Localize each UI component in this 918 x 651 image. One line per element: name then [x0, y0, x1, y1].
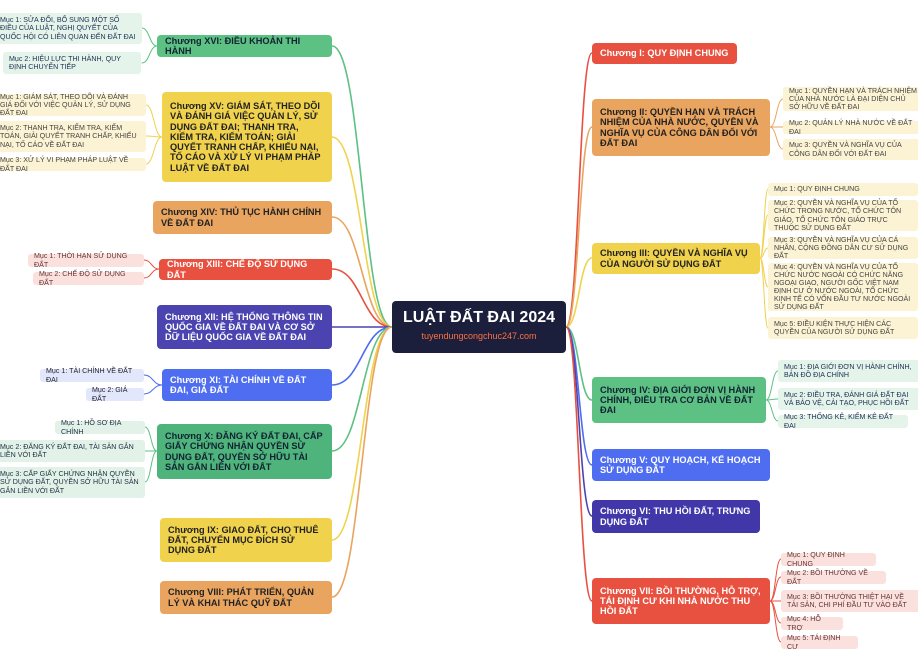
chapter-2[interactable]: Chương II: QUYỀN HẠN VÀ TRÁCH NHIỆM CỦA …: [592, 99, 770, 156]
chapter-13[interactable]: Chương XIII: CHẾ ĐỘ SỬ DỤNG ĐẤT: [159, 259, 332, 280]
chapter-6[interactable]: Chương VI: THU HỒI ĐẤT, TRƯNG DỤNG ĐẤT: [592, 500, 760, 533]
chapter-14[interactable]: Chương XIV: THỦ TỤC HÀNH CHÍNH VỀ ĐẤT ĐA…: [153, 201, 332, 234]
chapter-15-item-3[interactable]: Mục 3: XỬ LÝ VI PHẠM PHÁP LUẬT VỀ ĐẤT ĐA…: [0, 156, 146, 173]
chapter-9[interactable]: Chương IX: GIAO ĐẤT, CHO THUÊ ĐẤT, CHUYỂ…: [160, 518, 332, 562]
chapter-7-item-5[interactable]: Mục 5: TÁI ĐỊNH CƯ: [781, 634, 858, 651]
link-c11-item-2: [143, 384, 163, 395]
chapter-3-item-5[interactable]: Mục 5: ĐIỀU KIỆN THỰC HIỆN CÁC QUYỀN CỦA…: [768, 317, 918, 339]
link-c13-item-2: [143, 268, 160, 279]
chapter-3-item-1[interactable]: Mục 1: QUY ĐỊNH CHUNG: [768, 183, 918, 196]
link-c15-item-3: [145, 136, 163, 165]
chapter-16-item-1[interactable]: Mục 1: SỬA ĐỔI, BỔ SUNG MỘT SỐ ĐIỀU CỦA …: [0, 13, 142, 44]
chapter-11[interactable]: Chương XI: TÀI CHÍNH VỀ ĐẤT ĐAI, GIÁ ĐẤT: [162, 369, 332, 401]
link-c4-item-3: [765, 399, 779, 422]
chapter-10-item-1[interactable]: Mục 1: HỒ SƠ ĐỊA CHÍNH: [55, 419, 145, 436]
chapter-8[interactable]: Chương VIII: PHÁT TRIỂN, QUẢN LÝ VÀ KHAI…: [160, 581, 332, 614]
root-website: tuyendungcongchuc247.com: [421, 331, 537, 341]
chapter-7-item-4[interactable]: Mục 4: HỖ TRỢ: [781, 615, 843, 632]
chapter-13-item-2[interactable]: Mục 2: CHẾ ĐỘ SỬ DỤNG ĐẤT: [33, 270, 144, 287]
link-c16: [331, 45, 393, 328]
link-c4: [565, 326, 593, 401]
chapter-7-item-2[interactable]: Mục 2: BỒI THƯỜNG VỀ ĐẤT: [781, 569, 886, 586]
link-c11: [331, 326, 393, 386]
chapter-16-item-2[interactable]: Mục 2: HIỆU LỰC THI HÀNH, QUY ĐỊNH CHUYỂ…: [3, 52, 141, 74]
link-c2-item-1: [769, 98, 784, 128]
chapter-7-item-3[interactable]: Mục 3: BỒI THƯỜNG THIỆT HẠI VỀ TÀI SẢN, …: [781, 590, 918, 612]
chapter-4-item-3[interactable]: Mục 3: THỐNG KÊ, KIỂM KÊ ĐẤT ĐAI: [778, 413, 908, 430]
link-c2: [565, 126, 593, 328]
link-c7: [565, 326, 593, 602]
link-c13: [331, 268, 393, 328]
link-c10-item-3: [144, 450, 158, 483]
chapter-3-item-4[interactable]: Mục 4: QUYỀN VÀ NGHĨA VỤ CỦA TỔ CHỨC NƯỚ…: [768, 263, 918, 311]
link-c14: [331, 216, 393, 328]
chapter-3-item-3[interactable]: Mục 3: QUYỀN VÀ NGHĨA VỤ CỦA CÁ NHÂN, CỘ…: [768, 236, 918, 260]
link-c7-item-1: [769, 558, 782, 602]
link-c6: [565, 326, 593, 517]
chapter-10-item-2[interactable]: Mục 2: ĐĂNG KÝ ĐẤT ĐAI, TÀI SẢN GẮN LIỀN…: [0, 440, 145, 462]
root-node[interactable]: LUẬT ĐẤT ĐAI 2024 tuyendungcongchuc247.c…: [392, 301, 566, 353]
chapter-7-item-1[interactable]: Mục 1: QUY ĐỊNH CHUNG: [781, 551, 876, 568]
chapter-1[interactable]: Chương I: QUY ĐỊNH CHUNG: [592, 43, 737, 64]
root-title: LUẬT ĐẤT ĐAI 2024: [402, 309, 556, 326]
link-c3: [565, 257, 593, 328]
link-c10-item-1: [144, 426, 158, 452]
chapter-13-item-1[interactable]: Mục 1: THỜI HẠN SỬ DỤNG ĐẤT: [28, 252, 144, 269]
link-c7-item-5: [769, 600, 782, 643]
link-c5: [565, 326, 593, 466]
chapter-2-item-2[interactable]: Mục 2: QUẢN LÝ NHÀ NƯỚC VỀ ĐẤT ĐAI: [783, 119, 918, 136]
link-c16-item-1: [141, 27, 158, 47]
link-c13-item-1: [143, 259, 160, 270]
chapter-16[interactable]: Chương XVI: ĐIỀU KHOẢN THI HÀNH: [157, 35, 332, 57]
chapter-11-item-2[interactable]: Mục 2: GIÁ ĐẤT: [86, 386, 144, 403]
chapter-4[interactable]: Chương IV: ĐỊA GIỚI ĐƠN VỊ HÀNH CHÍNH, Đ…: [592, 377, 766, 423]
link-c3-item-3: [759, 247, 769, 259]
link-c8: [331, 326, 393, 598]
chapter-7[interactable]: Chương VII: BỒI THƯỜNG, HỖ TRỢ, TÁI ĐỊNH…: [592, 578, 770, 624]
chapter-10[interactable]: Chương X: ĐĂNG KÝ ĐẤT ĐAI, CẤP GIẤY CHỨN…: [157, 424, 332, 479]
link-c4-item-1: [765, 370, 779, 401]
link-c15: [331, 136, 393, 328]
link-c10: [331, 326, 393, 452]
link-c3-item-1: [759, 188, 769, 259]
chapter-2-item-3[interactable]: Mục 3: QUYỀN VÀ NGHĨA VỤ CỦA CÔNG DÂN ĐỐ…: [783, 139, 918, 160]
chapter-4-item-1[interactable]: Mục 1: ĐỊA GIỚI ĐƠN VỊ HÀNH CHÍNH, BẢN Đ…: [778, 360, 918, 382]
link-c15-item-1: [145, 104, 163, 138]
link-c7-item-2: [769, 576, 782, 602]
link-c3-item-5: [759, 257, 769, 329]
chapter-2-item-1[interactable]: Mục 1: QUYỀN HẠN VÀ TRÁCH NHIỆM CỦA NHÀ …: [783, 87, 918, 111]
chapter-11-item-1[interactable]: Mục 1: TÀI CHÍNH VỀ ĐẤT ĐAI: [40, 367, 144, 384]
chapter-3-item-2[interactable]: Mục 2: QUYỀN VÀ NGHĨA VỤ CỦA TỔ CHỨC TRO…: [768, 199, 918, 232]
link-c16-item-2: [141, 45, 158, 64]
chapter-15-item-2[interactable]: Mục 2: THANH TRA, KIỂM TRA, KIỂM TOÁN, G…: [0, 121, 146, 152]
chapter-5[interactable]: Chương V: QUY HOẠCH, KẾ HOẠCH SỬ DỤNG ĐẤ…: [592, 449, 770, 481]
link-c11-item-1: [143, 374, 163, 386]
chapter-15-item-1[interactable]: Mục 1: GIÁM SÁT, THEO DÕI VÀ ĐÁNH GIÁ ĐỐ…: [0, 93, 146, 117]
link-c3-item-2: [759, 214, 769, 259]
link-c1: [565, 52, 593, 328]
link-c2-item-3: [769, 126, 784, 150]
chapter-12[interactable]: Chương XII: HỆ THỐNG THÔNG TIN QUỐC GIA …: [157, 305, 332, 349]
chapter-4-item-2[interactable]: Mục 2: ĐIỀU TRA, ĐÁNH GIÁ ĐẤT ĐAI VÀ BẢO…: [778, 388, 918, 410]
link-c9: [331, 326, 393, 541]
chapter-3[interactable]: Chương III: QUYỀN VÀ NGHĨA VỤ CỦA NGƯỜI …: [592, 243, 760, 274]
chapter-10-item-3[interactable]: Mục 3: CẤP GIẤY CHỨNG NHẬN QUYỀN SỬ DỤNG…: [0, 467, 145, 498]
chapter-15[interactable]: Chương XV: GIÁM SÁT, THEO DÕI VÀ ĐÁNH GI…: [162, 92, 332, 182]
